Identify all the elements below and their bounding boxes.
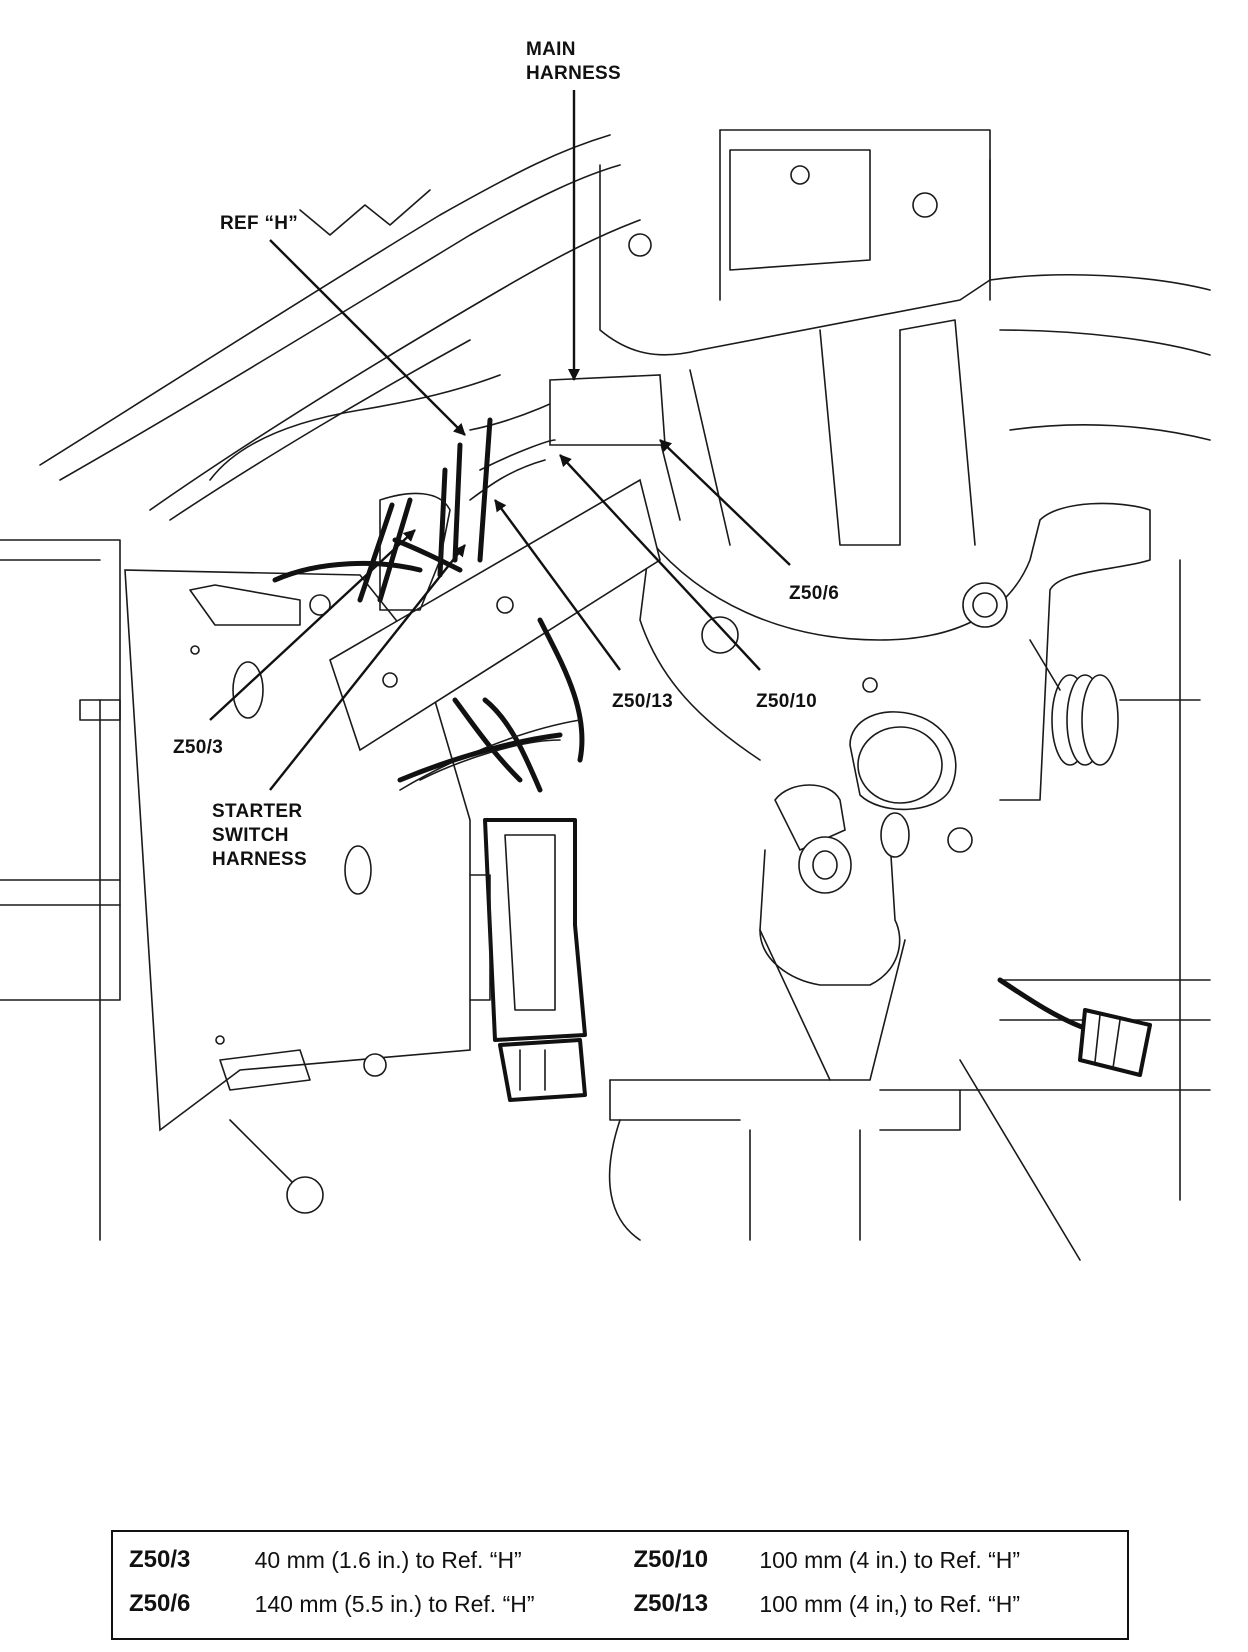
label-main-harness: MAIN HARNESS <box>526 39 622 84</box>
starter-switch-connector <box>397 617 587 1102</box>
legend-code: Z50/13 <box>633 1590 709 1617</box>
legend-value: 100 mm (4 in,) to Ref. “H” <box>759 1590 1021 1617</box>
pedal-bracket <box>628 165 1151 801</box>
label-z50-3: Z50/3 <box>173 737 224 758</box>
side-connector <box>997 977 1152 1077</box>
arrow-z50-13 <box>494 499 621 671</box>
legend-row: Z50/6 140 mm (5.5 in.) to Ref. “H” Z50/1… <box>113 1582 1127 1626</box>
legend-row: Z50/3 40 mm (1.6 in.) to Ref. “H” Z50/10… <box>113 1538 1127 1582</box>
legend-code: Z50/10 <box>633 1546 709 1573</box>
arrow-ref-h <box>269 239 466 436</box>
legend-code: Z50/6 <box>129 1590 191 1617</box>
legend-value: 100 mm (4 in.) to Ref. “H” <box>759 1546 1021 1573</box>
arrow-z50-6 <box>659 439 791 566</box>
arrow-z50-3 <box>209 529 416 721</box>
label-z50-10: Z50/10 <box>756 691 817 712</box>
label-starter-switch-harness: STARTER SWITCH HARNESS <box>212 801 308 870</box>
label-z50-6: Z50/6 <box>789 583 840 604</box>
main-harness-bundle <box>272 417 556 611</box>
harness-bracket <box>329 374 739 752</box>
pedal-pivot <box>608 711 973 1241</box>
legend-code: Z50/3 <box>129 1546 191 1573</box>
harness-routing-drawing <box>0 90 1211 1261</box>
clip-distance-legend: Z50/3 40 mm (1.6 in.) to Ref. “H” Z50/10… <box>111 1530 1129 1640</box>
legend-value: 140 mm (5.5 in.) to Ref. “H” <box>254 1590 535 1617</box>
leader-arrows <box>209 90 791 791</box>
arrow-z50-10 <box>559 454 761 671</box>
label-z50-13: Z50/13 <box>612 691 673 712</box>
label-ref-h: REF “H” <box>220 213 299 234</box>
body-panel-lines <box>0 129 1211 1261</box>
legend-value: 40 mm (1.6 in.) to Ref. “H” <box>254 1546 522 1573</box>
arrow-starter-switch-harness <box>269 544 466 791</box>
return-spring <box>1029 639 1201 766</box>
